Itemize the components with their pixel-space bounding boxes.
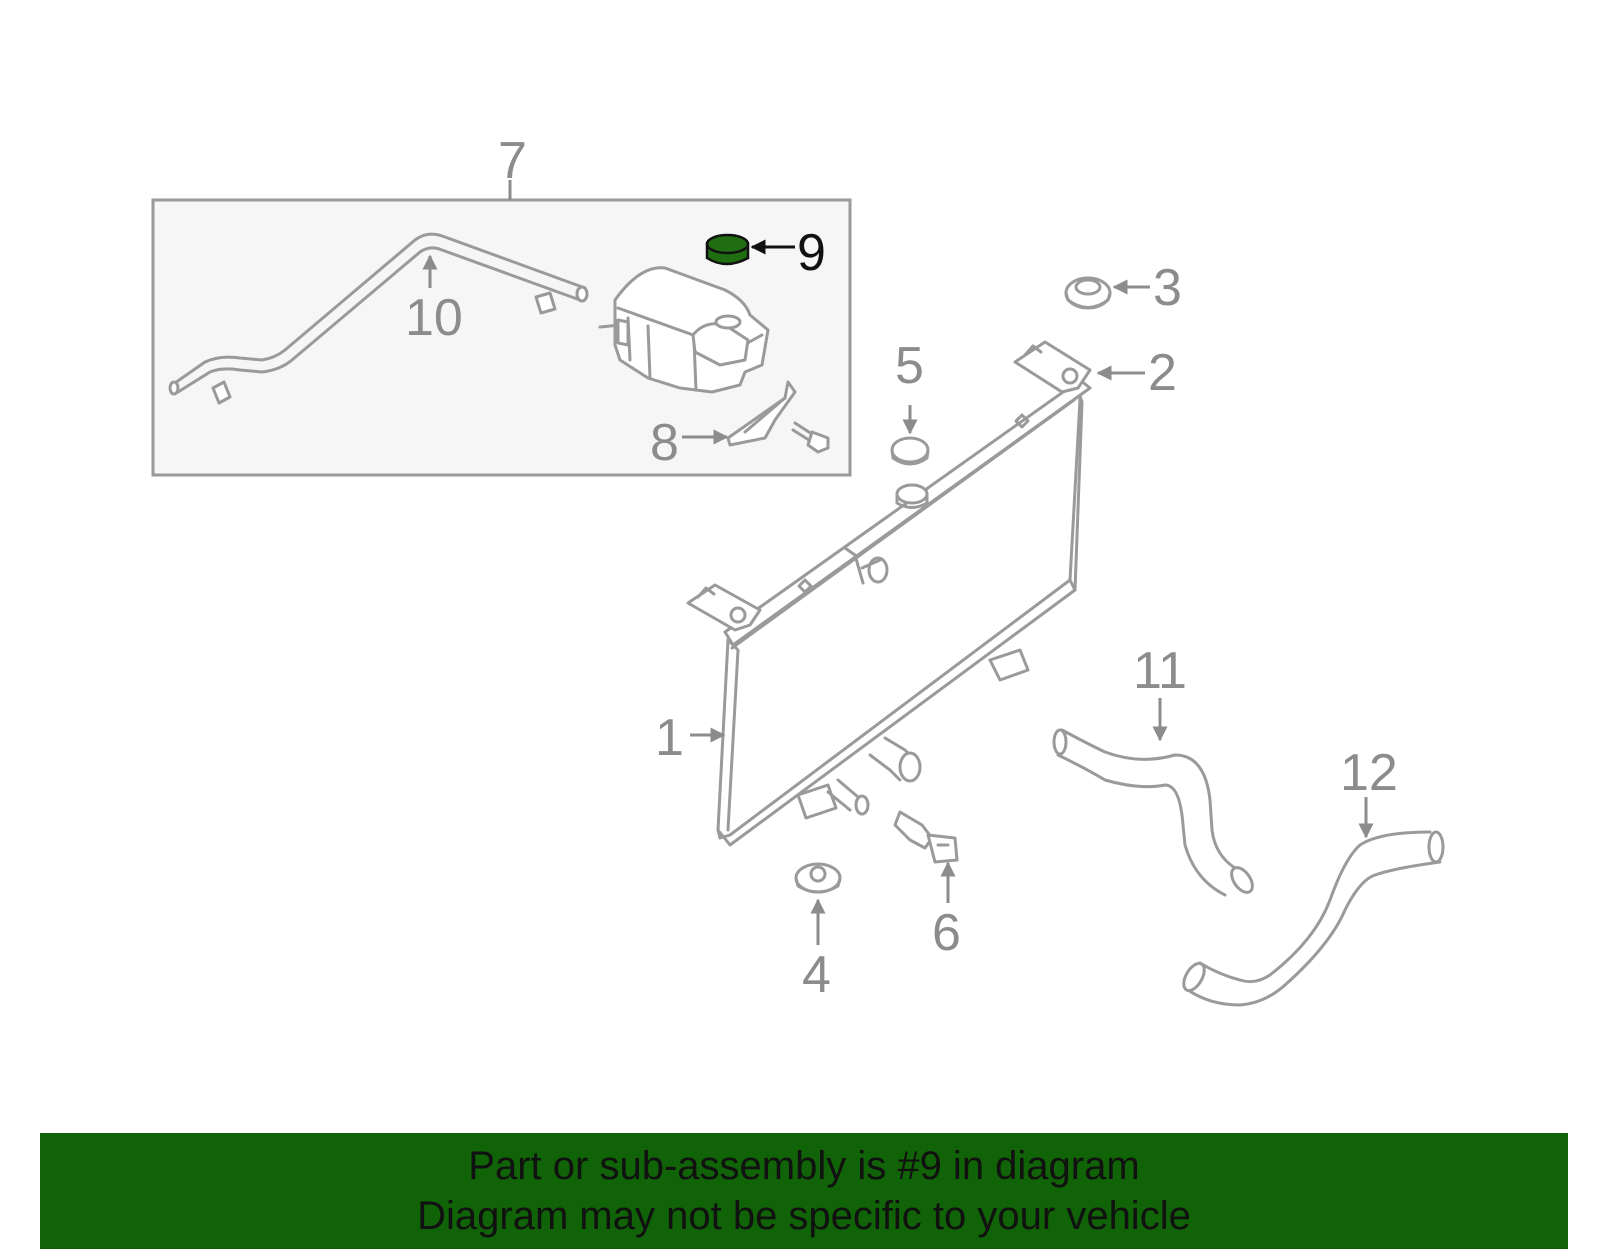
callout-9: 9 [797, 224, 826, 282]
banner-line-1: Part or sub-assembly is #9 in diagram [468, 1144, 1140, 1188]
callout-2: 2 [1148, 344, 1177, 402]
leader-lines [422, 239, 1374, 945]
banner-line-2: Diagram may not be specific to your vehi… [417, 1194, 1191, 1238]
callout-12: 12 [1340, 744, 1398, 802]
reservoir-cap [705, 233, 750, 266]
callout-6: 6 [932, 904, 961, 962]
callout-4: 4 [802, 946, 831, 1004]
mount-bushing [1064, 276, 1112, 310]
callout-1: 1 [655, 709, 684, 767]
overflow-hose [168, 232, 589, 405]
reservoir-bracket [726, 380, 797, 447]
bracket-bolt [791, 421, 830, 454]
coolant-reservoir-tank [598, 266, 770, 394]
notice-banner: Part or sub-assembly is #9 in diagram Di… [40, 1133, 1568, 1249]
callout-10: 10 [405, 289, 463, 347]
temperature-sensor [893, 810, 959, 864]
radiator [686, 340, 1092, 847]
lower-radiator-hose [1182, 830, 1445, 1007]
radiator-cap [890, 436, 930, 466]
callout-8: 8 [650, 414, 679, 472]
callout-5: 5 [895, 337, 924, 395]
callout-3: 3 [1153, 259, 1182, 317]
drain-plug [794, 862, 842, 894]
callout-7: 7 [498, 132, 527, 190]
callout-11: 11 [1133, 642, 1187, 700]
upper-radiator-hose [1052, 728, 1254, 897]
